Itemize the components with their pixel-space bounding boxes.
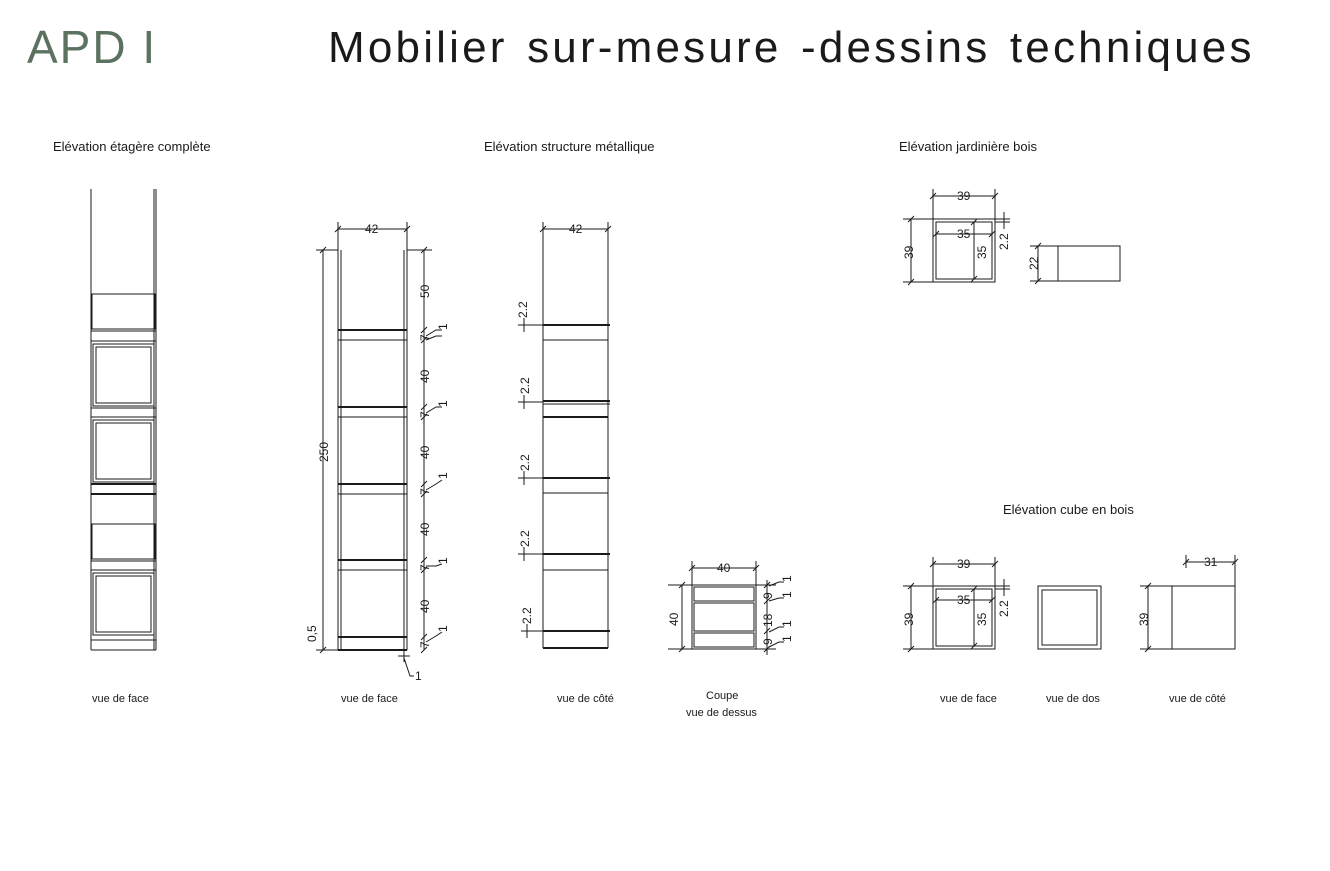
dim-h40-2: 40 [418,445,432,459]
drawing-structure-cote: 42 2.2 2.2 2.2 2.2 2.2 [516,222,612,649]
dim-cube-2-2: 2.2 [997,600,1011,617]
dim-h40-1: 40 [418,369,432,383]
dim-jard-width-39: 39 [957,189,971,203]
dim-seven-4: 7 [418,564,432,571]
dim-cube-side-39: 39 [1137,612,1151,626]
view-label-dessus: vue de dessus [686,707,757,719]
dim-cube-width-39: 39 [957,557,971,571]
dim-cube-height-35: 35 [975,612,989,626]
view-label-dos-cube: vue de dos [1046,693,1100,705]
dim-one-1: 1 [436,323,450,330]
dim-one-4: 1 [436,557,450,564]
dim-seven-1: 7 [418,334,432,341]
dim-foot-1: 1 [415,669,422,683]
view-label-face-cube: vue de face [940,693,997,705]
dim-2-2-2: 2.2 [518,377,532,394]
dim-2-2-4: 2.2 [518,530,532,547]
dim-sec-one-4: 1 [780,635,794,642]
dim-coupe-height: 40 [667,612,681,626]
view-label-cote-cube: vue de côté [1169,693,1226,705]
dim-cube-side-31: 31 [1204,555,1218,569]
dim-h40-3: 40 [418,522,432,536]
dim-one-2: 1 [436,400,450,407]
dim-sec-18: 18 [761,613,775,627]
dim-jard-height-22: 22 [1027,256,1041,270]
dim-2-2-1: 2.2 [516,301,530,318]
dim-sec-9-bottom: 9 [761,638,775,645]
dim-height-250: 250 [317,442,331,462]
dim-coupe-width: 40 [717,561,731,575]
dim-seven-3: 7 [418,488,432,495]
dim-seven-5: 7 [418,641,432,648]
drawing-face-dimensions: 42 250 0,5 1 50 40 40 40 40 7 7 7 [305,222,450,683]
page-title: Mobilier sur-mesure -dessins techniques [328,23,1255,72]
section-title-structure: Elévation structure métallique [484,139,655,154]
view-label-face-etagere: vue de face [92,693,149,705]
dim-sec-one-2: 1 [780,591,794,598]
brand-label: APD I [27,21,158,73]
dim-width-42-structure: 42 [569,222,583,236]
dim-2-2-3: 2.2 [518,454,532,471]
section-title-etagere: Elévation étagère complète [53,139,211,154]
dim-jard-height-39: 39 [902,245,916,259]
drawing-jardiniere: 39 35 35 39 2.2 22 [902,189,1121,286]
dim-cube-width-35: 35 [957,593,971,607]
drawing-etagere-complete [90,189,157,651]
dim-jard-height-35: 35 [975,245,989,259]
drawing-cube: 39 35 35 39 2.2 31 39 [902,555,1239,653]
dim-one-5: 1 [436,625,450,632]
dim-seven-2: 7 [418,411,432,418]
dim-width-42: 42 [365,222,379,236]
dim-sec-one-1: 1 [780,575,794,582]
dim-h50: 50 [418,284,432,298]
view-label-coupe: Coupe [706,690,739,702]
view-label-face-dimensions: vue de face [341,693,398,705]
dim-half: 0,5 [305,625,319,642]
dim-cube-height-39: 39 [902,612,916,626]
view-label-cote-structure: vue de côté [557,693,614,705]
dim-h40-4: 40 [418,599,432,613]
dim-jard-2-2: 2.2 [997,233,1011,250]
dim-one-3: 1 [436,472,450,479]
dim-2-2-5: 2.2 [520,607,534,624]
section-title-jardiniere: Elévation jardinière bois [899,139,1038,154]
dim-sec-9-top: 9 [761,592,775,599]
dim-jard-width-35: 35 [957,227,971,241]
dim-sec-one-3: 1 [780,620,794,627]
drawing-coupe-dessus: 40 40 9 18 9 1 1 1 1 [667,561,794,655]
section-title-cube: Elévation cube en bois [1003,502,1134,517]
